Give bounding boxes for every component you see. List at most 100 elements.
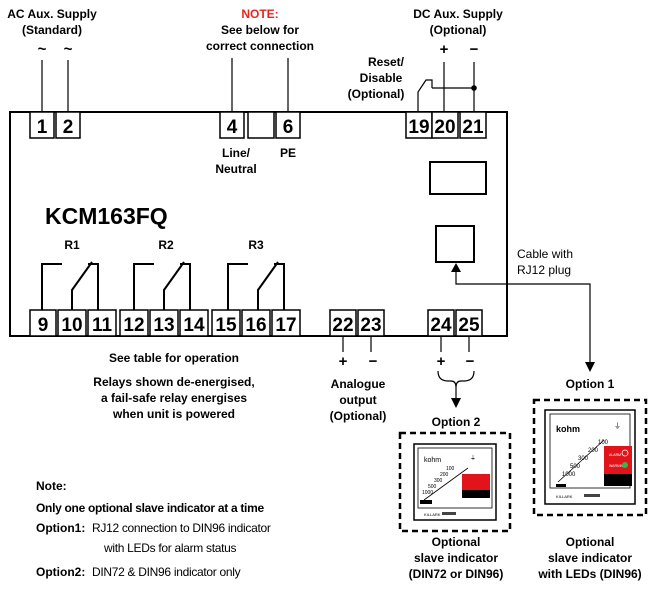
terminal-24: 24 (430, 315, 452, 336)
line-neutral-line1: Line/ (222, 146, 251, 160)
relay-r3-label: R3 (248, 238, 264, 252)
terminal-16: 16 (245, 315, 266, 336)
bottom-note-opt2-text: DIN72 & DIN96 indicator only (92, 565, 241, 579)
terminal-25: 25 (458, 315, 480, 336)
line-neutral-line2: Neutral (215, 162, 256, 176)
reset-line3: (Optional) (348, 87, 405, 101)
operation-line2: a fail-safe relay energises (101, 391, 247, 405)
note-top-line1: See below for (221, 23, 299, 37)
slave-indicator-din72: kohm ⏚ 100 200 300 500 1000 KILLARK (398, 431, 512, 533)
terminal-15: 15 (215, 315, 237, 336)
operation-table-note: See table for operation (109, 351, 239, 365)
opt2-minus: − (466, 353, 475, 370)
opt2-plus: + (437, 353, 446, 370)
meter2-scale-200: 200 (440, 472, 449, 478)
meter2-ground: ⏚ (470, 455, 476, 462)
analogue-minus: − (369, 353, 378, 370)
relay-r1-label: R1 (64, 238, 80, 252)
bottom-note-opt1-text: RJ12 connection to DIN96 indicator (92, 521, 271, 535)
meter1-ground: ⏚ (614, 422, 621, 430)
terminal-12: 12 (123, 315, 144, 336)
meter2-scale-100: 100 (446, 466, 455, 472)
slave-indicator-din96: kohm ⏚ 100 200 300 500 1000 ALARM WARNIN… (532, 398, 648, 517)
slave1-caption-line1: Optional (566, 535, 615, 549)
analogue-line1: Analogue (331, 377, 386, 391)
reset-line2: Disable (360, 71, 403, 85)
meter1-alarm: ALARM (609, 453, 621, 457)
terminal-23: 23 (360, 315, 381, 336)
relay-r2 (133, 261, 191, 310)
opt2-arrow-head (451, 398, 461, 408)
alarm-led (621, 449, 629, 457)
ac-symbol-2: ~ (64, 41, 73, 58)
cable-arrow-up (451, 263, 461, 272)
terminal-14: 14 (183, 315, 205, 336)
meter1-footer: KILLARK (556, 494, 573, 499)
terminal-22: 22 (332, 315, 353, 336)
bottom-note-title: Note: (36, 479, 67, 493)
option1-label: Option 1 (566, 377, 615, 391)
terminal-4: 4 (227, 117, 238, 138)
dc-supply-subtitle: (Optional) (430, 23, 487, 37)
relay-r2-label: R2 (158, 238, 174, 252)
meter2-unit: kohm (424, 457, 441, 464)
ac-supply-subtitle: (Standard) (22, 23, 82, 37)
terminal-21: 21 (462, 117, 484, 138)
meter1-scale-100: 100 (598, 440, 609, 446)
meter2-scale-300: 300 (434, 478, 443, 484)
reset-switch (417, 79, 433, 112)
option2-label: Option 2 (432, 415, 481, 429)
bottom-note-opt1-text2: with LEDs for alarm status (103, 541, 237, 555)
terminal-10: 10 (61, 315, 82, 336)
operation-line3: when unit is powered (112, 407, 235, 421)
terminal-17: 17 (275, 315, 296, 336)
meter2-scale-1000: 1000 (422, 490, 433, 496)
slave2-caption-line3: (DIN72 or DIN96) (409, 567, 504, 581)
dc-minus: − (470, 41, 479, 58)
terminal-2: 2 (63, 117, 74, 138)
display-window (429, 161, 487, 195)
operation-line1: Relays shown de-energised, (93, 375, 254, 389)
bottom-note-line1: Only one optional slave indicator at a t… (36, 501, 264, 515)
meter1-scale-500: 500 (570, 464, 581, 470)
meter1-scale-200: 200 (588, 448, 599, 454)
rj12-cable (455, 268, 591, 368)
terminal-13: 13 (153, 315, 174, 336)
terminal-20: 20 (434, 117, 455, 138)
bottom-note-opt1-key: Option1: (36, 521, 85, 535)
cable-label-line2: RJ12 plug (517, 263, 571, 277)
terminal-6: 6 (283, 117, 294, 138)
terminal-19: 19 (408, 117, 429, 138)
ac-symbol-1: ~ (38, 41, 47, 58)
meter2-scale-500: 500 (428, 484, 437, 490)
cable-label-line1: Cable with (517, 247, 573, 261)
analogue-line3: (Optional) (330, 409, 387, 423)
reset-line1: Reset/ (368, 55, 405, 69)
model-name: KCM163FQ (45, 203, 168, 229)
relay-r1 (41, 261, 99, 310)
slave2-caption-line2: slave indicator (414, 551, 498, 565)
dc-plus: + (440, 41, 449, 58)
top-terminals: 1 2 4 6 19 20 21 (29, 111, 487, 139)
slave1-caption-line2: slave indicator (548, 551, 632, 565)
slave1-caption-line3: with LEDs (DIN96) (537, 567, 641, 581)
slave2-caption-line1: Optional (432, 535, 481, 549)
bottom-note-opt2-key: Option2: (36, 565, 85, 579)
terminal-9: 9 (38, 315, 49, 336)
note-top-title: NOTE: (241, 7, 278, 21)
meter1-scale-1000: 1000 (562, 472, 576, 478)
relay-r3 (227, 261, 285, 310)
junction-dot (471, 85, 477, 91)
opt2-brace (437, 370, 475, 388)
meter2-footer: KILLARK (424, 512, 441, 517)
warning-led (622, 462, 628, 468)
meter1-unit: kohm (556, 424, 580, 434)
rj12-socket (435, 225, 475, 263)
terminal-11: 11 (92, 315, 113, 336)
ac-supply-title: AC Aux. Supply (7, 7, 97, 21)
meter1-warning: WARNING (609, 464, 626, 468)
dc-supply-title: DC Aux. Supply (413, 7, 503, 21)
analogue-line2: output (339, 393, 376, 407)
analogue-plus: + (339, 353, 348, 370)
